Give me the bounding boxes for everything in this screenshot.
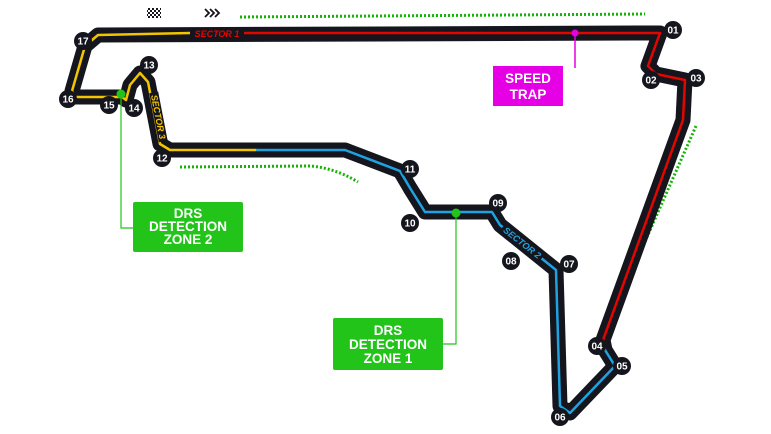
drs-detection-zone-1: DRS DETECTION ZONE 1 (333, 208, 461, 370)
speed-trap-box (493, 66, 563, 106)
chequered-flag-icon (147, 8, 161, 18)
corner-10: 10 (401, 214, 419, 232)
drs-detection-2-box (133, 202, 243, 252)
corner-11-label: 11 (405, 165, 416, 176)
corner-9-label: 09 (492, 199, 504, 210)
corner-6-label: 06 (554, 413, 566, 424)
sector-1-label: SECTOR 1 (195, 29, 240, 39)
corner-3-label: 03 (690, 74, 702, 85)
corner-2-label: 02 (645, 76, 657, 87)
corner-17-label: 17 (77, 37, 89, 48)
corner-12-label: 12 (156, 154, 168, 165)
corner-2: 02 (642, 71, 660, 89)
drs-detection-1-line-1: DRS (374, 323, 403, 338)
corner-4-label: 04 (591, 342, 603, 353)
drs-detection-1-marker (451, 208, 461, 218)
direction-chevrons-icon (204, 8, 221, 18)
corner-15-label: 15 (103, 101, 115, 112)
drs-detection-2-line-1: DRS (174, 206, 203, 221)
corner-14-label: 14 (128, 104, 140, 115)
sector-label-1: SECTOR 1 (190, 29, 244, 39)
drs-zone-main-straight (239, 12, 646, 19)
corner-6: 06 (551, 408, 569, 426)
speed-trap-label-line-1: SPEED (505, 71, 551, 86)
corner-5-label: 05 (616, 362, 628, 373)
drs-detection-zone-2: DRS DETECTION ZONE 2 (116, 89, 243, 252)
corner-13: 13 (140, 56, 158, 74)
drs-detection-2-line-2: DETECTION (149, 219, 227, 234)
drs-zone-sector3 (179, 164, 359, 184)
corner-8: 08 (502, 252, 520, 270)
corner-7: 07 (560, 255, 578, 273)
corner-1-label: 01 (667, 26, 679, 37)
corner-1: 01 (664, 21, 682, 39)
corner-10-label: 10 (404, 219, 416, 230)
drs-detection-2-marker (116, 89, 126, 99)
corner-3: 03 (687, 69, 705, 87)
speed-trap-label-line-2: TRAP (510, 87, 547, 102)
corner-17: 17 (74, 32, 92, 50)
corner-7-label: 07 (563, 260, 575, 271)
corner-4: 04 (588, 337, 606, 355)
corner-15: 15 (100, 96, 118, 114)
corner-11: 11 (401, 160, 419, 178)
drs-detection-1-box (333, 318, 443, 370)
speed-trap-marker (571, 29, 579, 37)
drs-detection-1-line-3: ZONE 1 (364, 351, 413, 366)
drs-detection-2-line-3: ZONE 2 (164, 232, 213, 247)
corner-12: 12 (153, 149, 171, 167)
corner-16: 16 (59, 90, 77, 108)
corner-9: 09 (489, 194, 507, 212)
corner-8-label: 08 (505, 257, 517, 268)
corner-14: 14 (125, 99, 143, 117)
corner-13-label: 13 (143, 61, 155, 72)
corner-5: 05 (613, 357, 631, 375)
corner-badges: 01 02 03 04 05 06 07 08 09 10 11 12 13 1… (59, 21, 705, 426)
corner-16-label: 16 (62, 95, 74, 106)
drs-detection-1-line-2: DETECTION (349, 337, 427, 352)
sector-2-line (253, 148, 617, 415)
speed-trap: SPEED TRAP (493, 29, 579, 106)
